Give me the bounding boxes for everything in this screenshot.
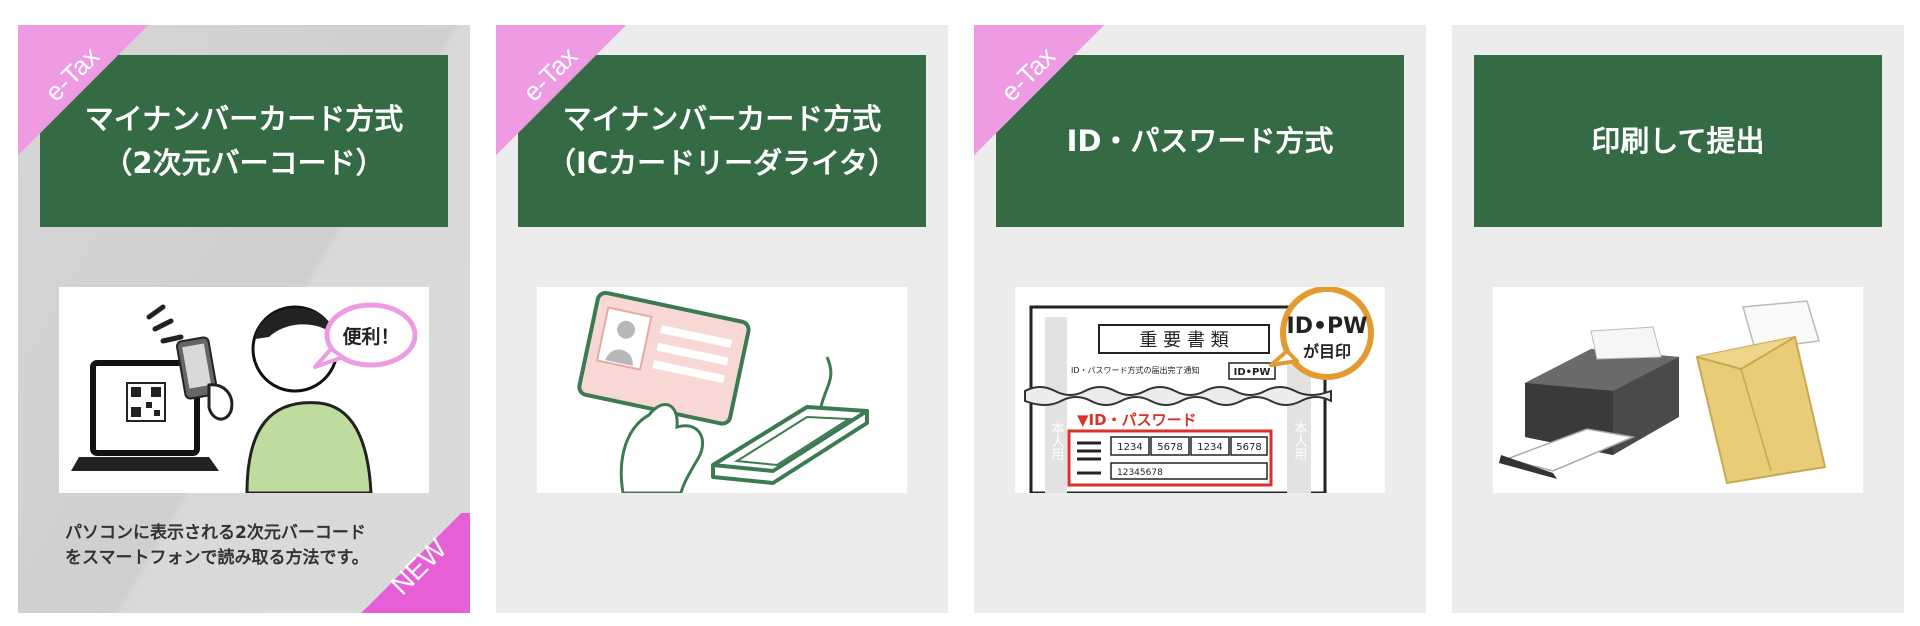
section-label: ▼ID・パスワード	[1077, 411, 1197, 429]
id-cell: 1234	[1117, 442, 1142, 453]
envelope-icon	[1695, 300, 1827, 485]
id-pw-stamp: ID•PW が目印	[1269, 287, 1374, 380]
card-title: ID・パスワード方式	[996, 55, 1404, 227]
id-password-document-drawing: 本人用 本人用 重 要 書 類 ID・パスワード方式の届出完了通知 ID•PW …	[1024, 287, 1374, 493]
card-id-password[interactable]: e-Tax ID・パスワード方式 本人用 本人用 重 要 書 類 ID・パスワー…	[974, 25, 1426, 613]
card-mynumber-2d-barcode[interactable]: e-Tax マイナンバーカード方式 （2次元バーコード）	[18, 25, 470, 613]
card-title-line: マイナンバーカード方式	[84, 102, 404, 136]
smartphone-qr-drawing: 便利！	[71, 302, 418, 493]
id-number: 12345678	[1117, 468, 1163, 478]
card-description-line: をスマートフォンで読み取る方法です。	[65, 548, 369, 568]
card-title: マイナンバーカード方式 （2次元バーコード）	[40, 55, 448, 227]
card-mynumber-ic-reader[interactable]: e-Tax マイナンバーカード方式 （ICカードリーダライタ）	[496, 25, 948, 613]
submission-method-cards: e-Tax マイナンバーカード方式 （2次元バーコード）	[18, 25, 1904, 613]
smartphone-qr-illustration: 便利！	[59, 287, 429, 493]
card-title-line: 印刷して提出	[1591, 124, 1765, 158]
stamp-line1: ID•PW	[1287, 314, 1368, 339]
doc-heading: 重 要 書 類	[1139, 330, 1228, 351]
id-cell: 5678	[1236, 442, 1261, 453]
card-reader-icon	[711, 356, 869, 485]
printer-envelope-illustration	[1493, 287, 1863, 493]
id-cell: 1234	[1197, 442, 1222, 453]
printer-icon	[1499, 326, 1679, 479]
speech-bubble-text: 便利！	[342, 326, 399, 348]
card-print-submit[interactable]: 印刷して提出	[1452, 25, 1904, 613]
card-description: パソコンに表示される2次元バーコード をスマートフォンで読み取る方法です。	[65, 521, 445, 571]
card-title: 印刷して提出	[1474, 55, 1882, 227]
new-badge-label: NEW	[384, 532, 453, 601]
card-title-line: ID・パスワード方式	[1066, 124, 1334, 158]
id-password-document-illustration: 本人用 本人用 重 要 書 類 ID・パスワード方式の届出完了通知 ID•PW …	[1015, 287, 1385, 493]
card-title-line: （ICカードリーダライタ）	[547, 146, 897, 180]
card-title: マイナンバーカード方式 （ICカードリーダライタ）	[518, 55, 926, 227]
doc-subtitle: ID・パスワード方式の届出完了通知	[1071, 365, 1200, 375]
doc-tag: ID•PW	[1234, 367, 1271, 378]
ic-card-reader-drawing	[577, 290, 869, 493]
ic-card-reader-illustration	[537, 287, 907, 493]
side-label: 本人用	[1049, 422, 1065, 462]
card-description-line: パソコンに表示される2次元バーコード	[65, 523, 366, 543]
stamp-line2: が目印	[1303, 342, 1351, 361]
new-badge: NEW	[352, 513, 470, 613]
smartphone-icon	[175, 336, 219, 400]
side-label: 本人用	[1292, 422, 1308, 462]
id-cell: 5678	[1157, 442, 1182, 453]
printer-envelope-drawing	[1499, 300, 1827, 485]
card-title-line: （2次元バーコード）	[103, 146, 385, 180]
card-title-line: マイナンバーカード方式	[562, 102, 882, 136]
qr-code-icon	[126, 382, 166, 422]
